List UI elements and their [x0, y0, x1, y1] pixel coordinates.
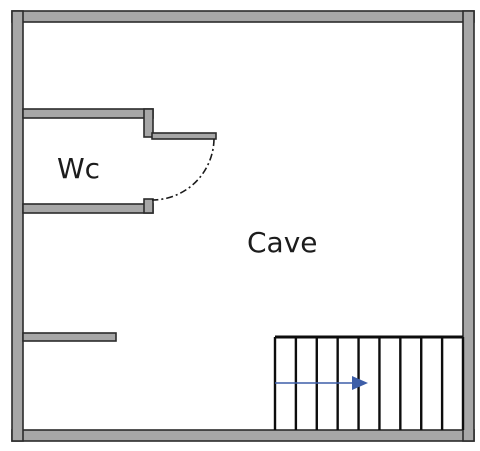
- partition-wall-lower-left: [22, 332, 117, 342]
- wc-wall-right-lower: [143, 198, 154, 214]
- wc-wall-right-upper: [143, 108, 154, 138]
- outer-wall-right: [462, 10, 475, 442]
- wc-wall-bottom: [22, 203, 154, 214]
- wc-wall-top: [22, 108, 154, 119]
- outer-wall-bottom: [11, 429, 475, 442]
- stair-direction-arrow-icon: [352, 376, 368, 390]
- room-label-cave: Cave: [247, 226, 318, 259]
- wc-walls: [22, 108, 154, 214]
- wc-door: [151, 132, 217, 201]
- staircase: [273, 335, 465, 430]
- room-label-wc: Wc: [57, 152, 100, 185]
- outer-wall-top: [11, 10, 475, 23]
- outer-walls: [11, 10, 475, 442]
- wc-door-leaf: [151, 132, 217, 140]
- wc-door-swing-arc: [151, 138, 215, 201]
- outer-wall-left: [11, 10, 24, 442]
